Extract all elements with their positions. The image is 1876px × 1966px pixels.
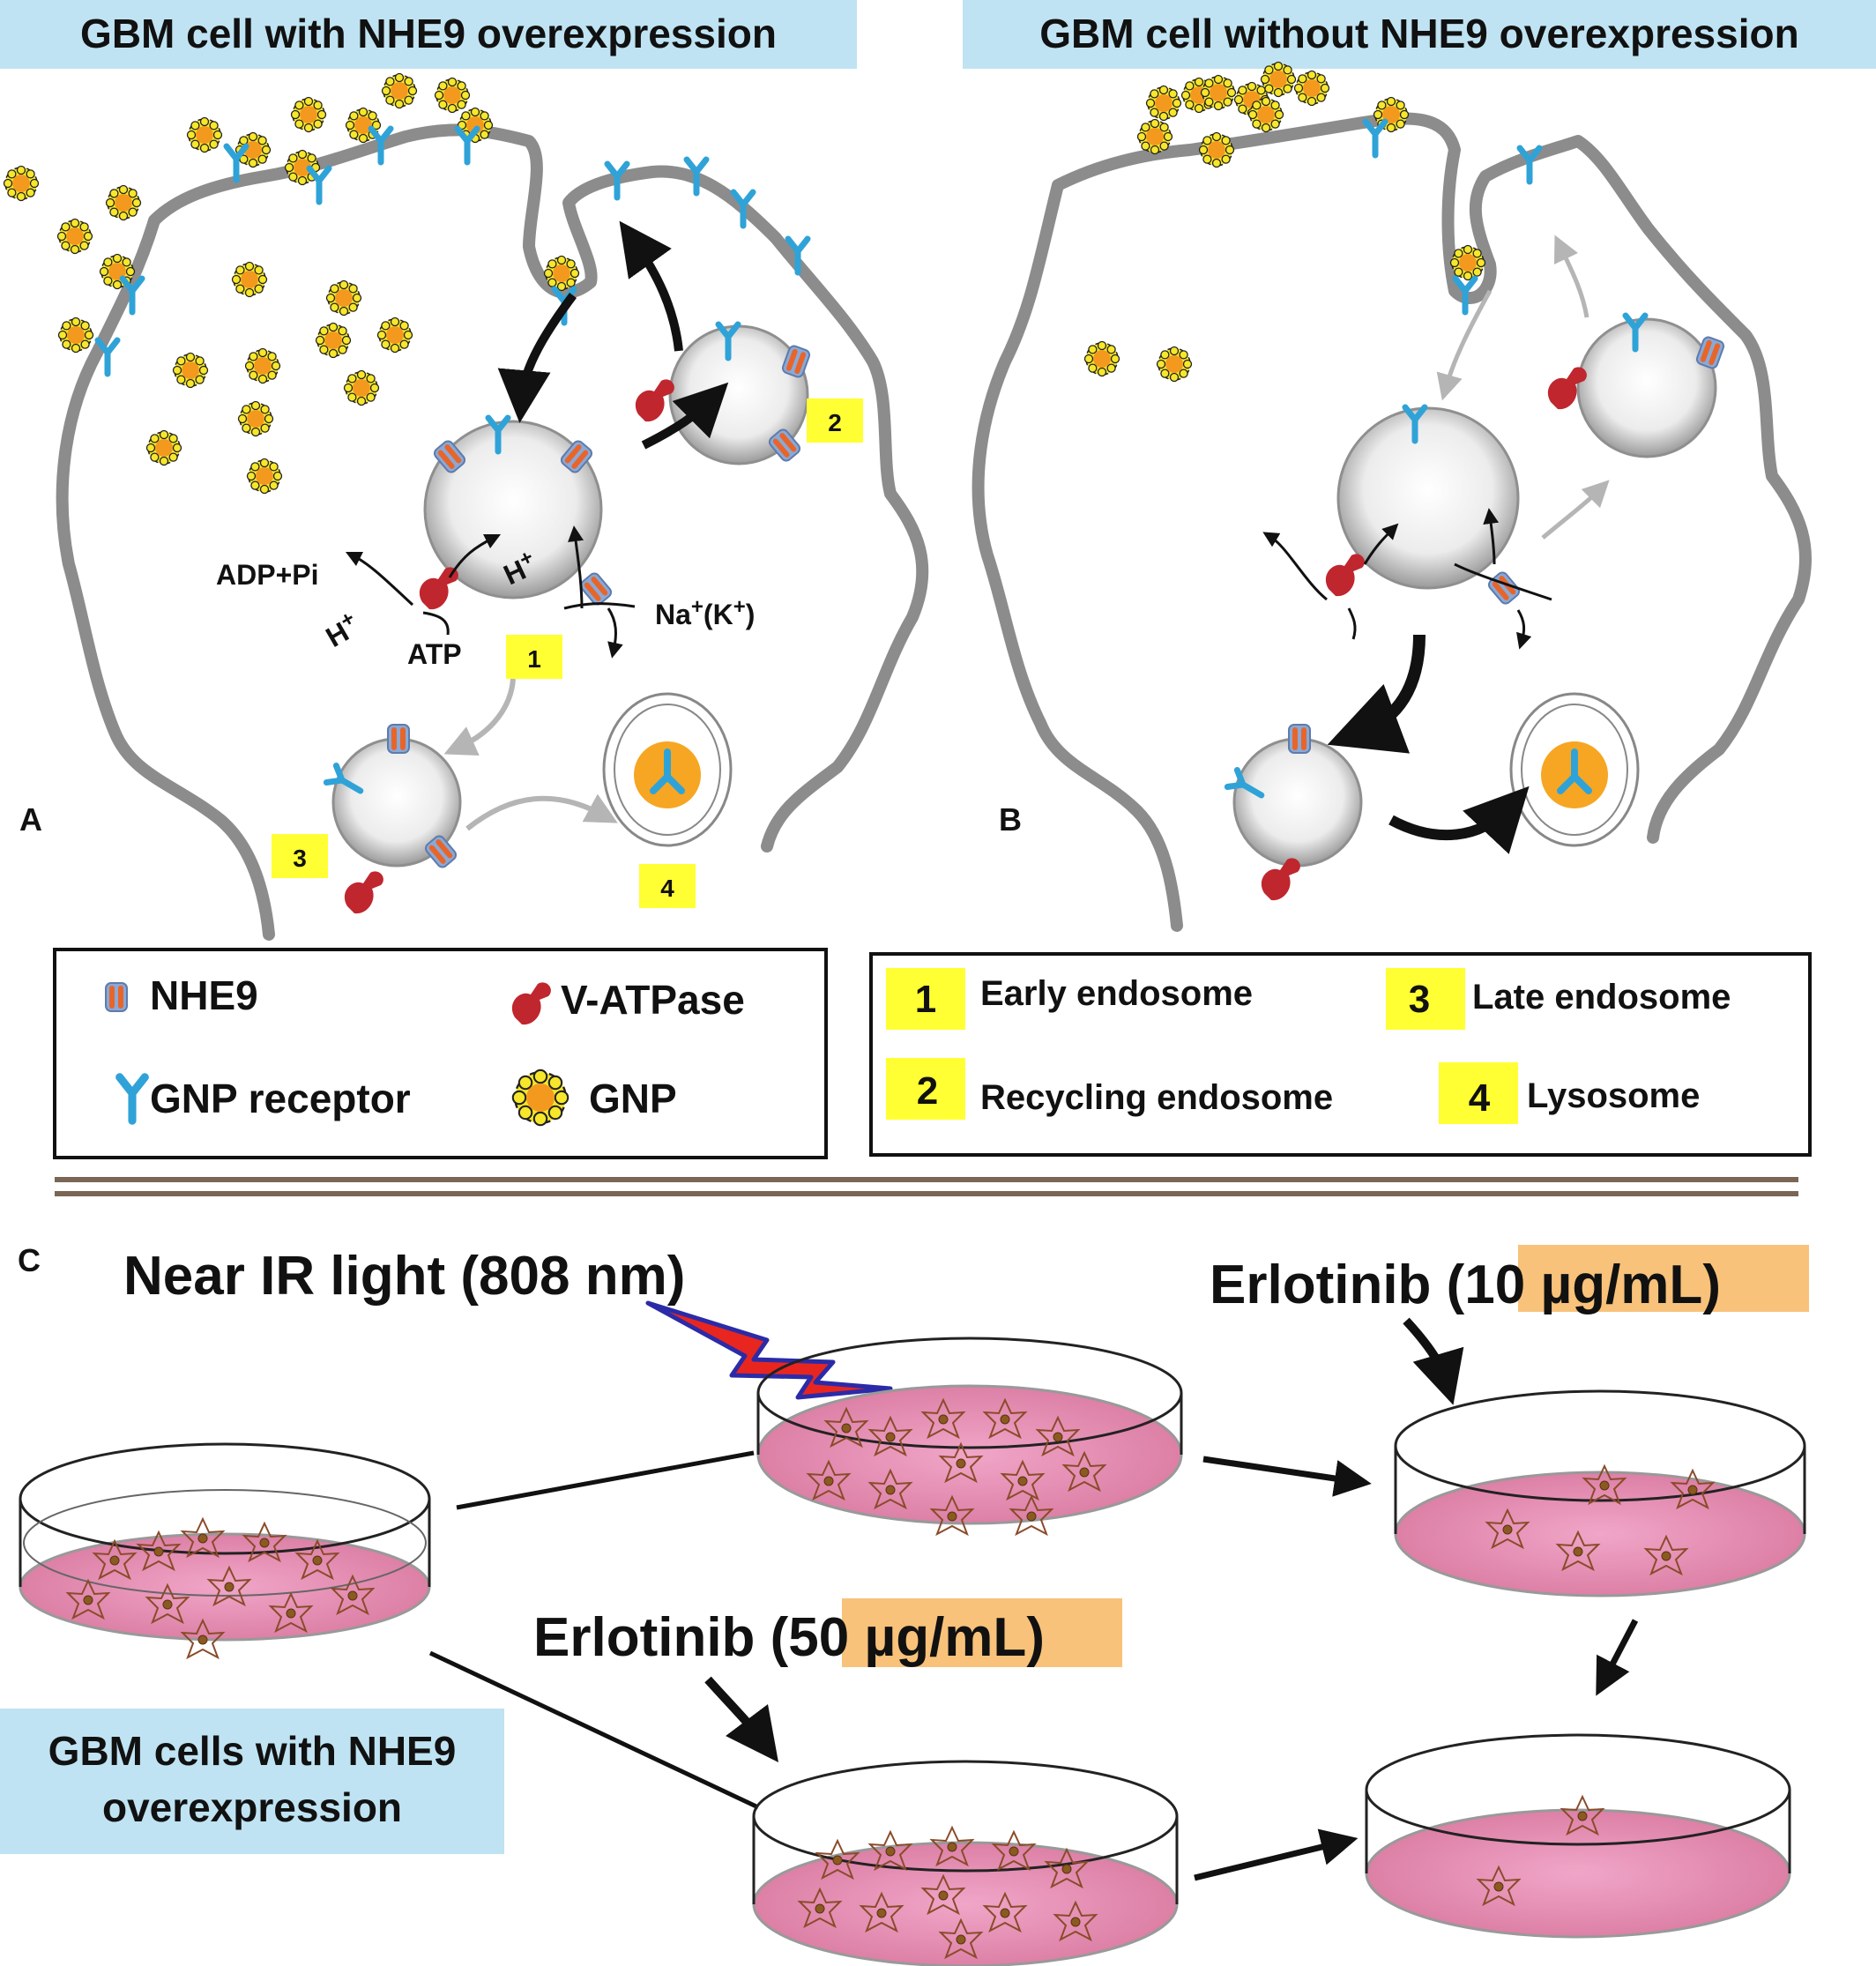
near-ir-label: Near IR light (808 nm) bbox=[123, 1246, 685, 1307]
badge-2: 2 bbox=[807, 398, 863, 443]
gold-nanoparticle-icon bbox=[511, 1069, 570, 1127]
panel-b-lysosome bbox=[1509, 692, 1640, 847]
legend-gnp-label: GNP bbox=[589, 1076, 677, 1121]
badge-3: 3 bbox=[272, 834, 328, 878]
panel-a-title-bg bbox=[0, 0, 857, 69]
adp-pi-label: ADP+Pi bbox=[216, 559, 318, 591]
panel-b-early-endosome bbox=[1325, 407, 1522, 607]
workflow-connectors bbox=[428, 1317, 1639, 1881]
h-plus-label-a1: H+ bbox=[319, 607, 365, 653]
svg-text:4: 4 bbox=[660, 875, 674, 902]
atp-label: ATP bbox=[407, 638, 462, 670]
lightning-bolt-icon bbox=[645, 1300, 893, 1400]
panel-a-title: GBM cell with NHE9 overexpression bbox=[80, 11, 777, 56]
panel-a-late-endosome bbox=[326, 724, 462, 914]
legend-late-endosome: Late endosome bbox=[1472, 978, 1731, 1017]
panel-b-recycling-endosome bbox=[1547, 316, 1726, 458]
panel-a-letter: A bbox=[19, 801, 42, 838]
svg-text:2: 2 bbox=[828, 409, 842, 436]
panel-b-arrows bbox=[1262, 235, 1610, 854]
panel-b-title-bg bbox=[963, 0, 1876, 69]
gbm-cells-label: GBM cells with NHE9 overexpression bbox=[0, 1709, 504, 1854]
svg-text:3: 3 bbox=[1409, 978, 1430, 1021]
panel-a: GBM cell with NHE9 overexpression bbox=[0, 0, 929, 941]
panel-b-title: GBM cell without NHE9 overexpression bbox=[1039, 11, 1798, 56]
legend-vatpase-label: V-ATPase bbox=[561, 977, 745, 1023]
legend-recycling-endosome: Recycling endosome bbox=[980, 1078, 1333, 1117]
dish-erlotinib-10 bbox=[1394, 1389, 1806, 1597]
svg-text:GBM cells with NHE9: GBM cells with NHE9 bbox=[48, 1728, 457, 1774]
svg-text:3: 3 bbox=[293, 845, 307, 872]
panel-c-letter: C bbox=[18, 1242, 41, 1278]
na-k-label: Na+(K+) bbox=[655, 595, 755, 630]
panel-b-letter: B bbox=[999, 801, 1022, 838]
svg-text:4: 4 bbox=[1469, 1076, 1491, 1120]
dish-erlotinib-50 bbox=[752, 1760, 1179, 1966]
nhe9-transporter-icon bbox=[105, 982, 128, 1012]
panel-b: GBM cell without NHE9 overexpression bbox=[963, 0, 1876, 932]
svg-text:1: 1 bbox=[527, 645, 541, 673]
erlotinib-10-label: Erlotinib (10 µg/mL) bbox=[1210, 1245, 1809, 1315]
svg-text:Erlotinib (50 µg/mL): Erlotinib (50 µg/mL) bbox=[533, 1607, 1045, 1668]
svg-text:Erlotinib (10 µg/mL): Erlotinib (10 µg/mL) bbox=[1210, 1255, 1721, 1315]
panel-b-late-endosome bbox=[1227, 724, 1363, 901]
panel-a-cell-membrane bbox=[56, 123, 929, 941]
legend-right: 1 Early endosome 3 Late endosome 2 Recyc… bbox=[869, 952, 1812, 1157]
legend-receptor-label: GNP receptor bbox=[150, 1076, 411, 1121]
dish-final bbox=[1365, 1733, 1791, 1939]
panel-a-recycling-endosome bbox=[635, 324, 812, 465]
panel-c: C Near IR light (808 nm) Erlotinib (10 µ… bbox=[0, 1242, 1809, 1966]
legend-left: NHE9 V-ATPase GNP receptor GNP bbox=[53, 948, 828, 1159]
legend-lysosome: Lysosome bbox=[1527, 1076, 1700, 1115]
badge-4: 4 bbox=[639, 864, 696, 908]
svg-text:1: 1 bbox=[915, 978, 936, 1021]
section-divider bbox=[55, 1177, 1798, 1196]
svg-text:2: 2 bbox=[917, 1069, 938, 1113]
svg-text:overexpression: overexpression bbox=[102, 1784, 402, 1830]
legend-nhe9-label: NHE9 bbox=[150, 972, 258, 1018]
dish-start bbox=[19, 1442, 431, 1658]
badge-1: 1 bbox=[506, 635, 562, 679]
erlotinib-50-label: Erlotinib (50 µg/mL) bbox=[533, 1598, 1122, 1668]
panel-a-lysosome bbox=[602, 692, 733, 847]
panel-a-arrows bbox=[345, 220, 729, 831]
panel-b-cell-membrane bbox=[972, 112, 1812, 932]
legend-early-endosome: Early endosome bbox=[980, 974, 1253, 1013]
dish-irradiated bbox=[756, 1337, 1183, 1535]
